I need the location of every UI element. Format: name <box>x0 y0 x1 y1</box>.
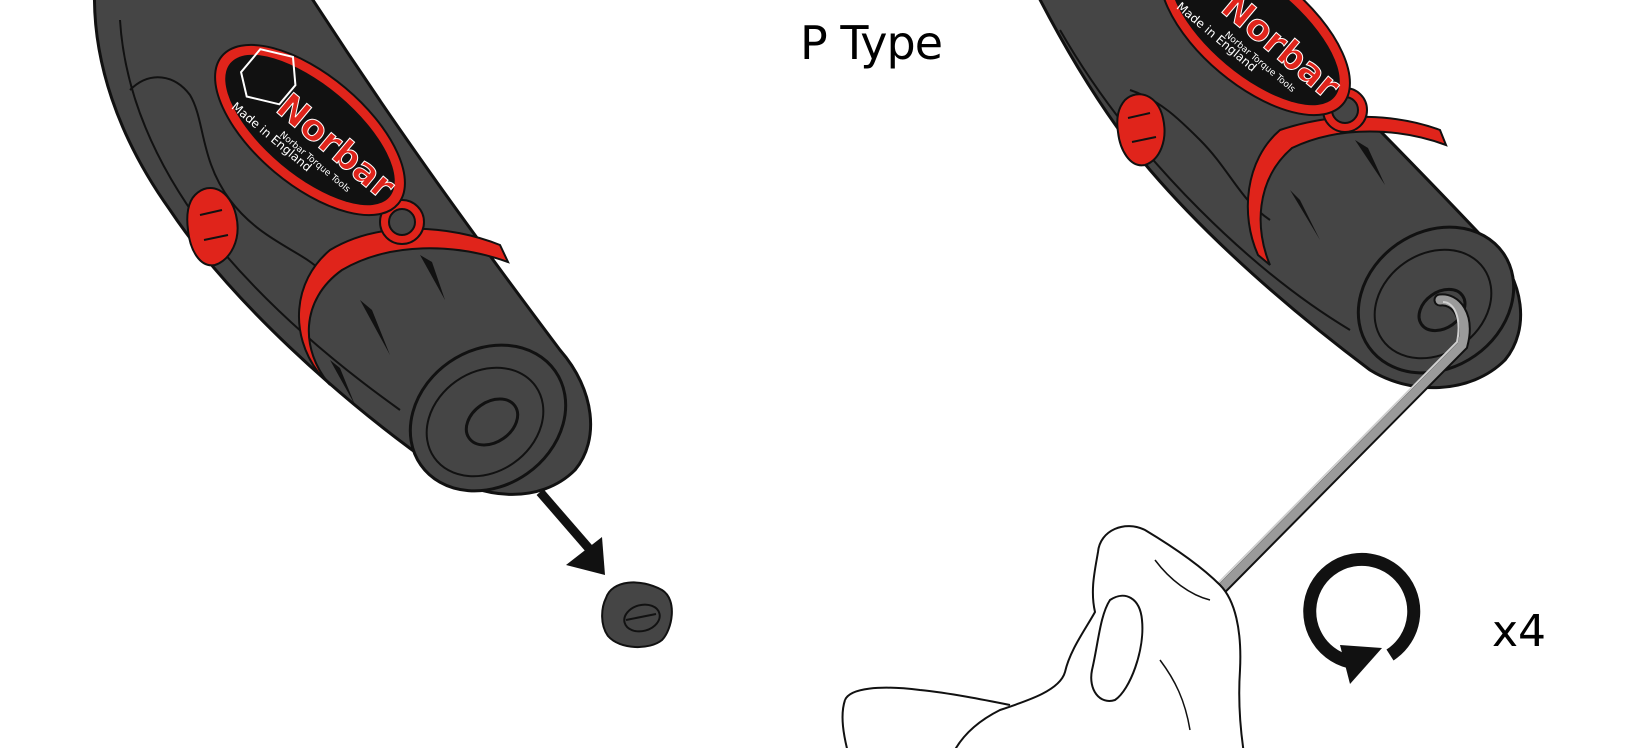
page-title: P Type <box>800 16 943 70</box>
rotate-clockwise-icon <box>1303 552 1421 684</box>
hand-illustration <box>841 525 1245 748</box>
removed-end-cap <box>601 581 673 649</box>
arrow-down-right-icon <box>536 489 605 575</box>
left-screwdriver-handle: Norbar Norbar Torque Tools Made in Engla… <box>93 0 593 496</box>
rotation-count-label: x4 <box>1492 606 1547 657</box>
hex-key-tool <box>1168 293 1471 642</box>
